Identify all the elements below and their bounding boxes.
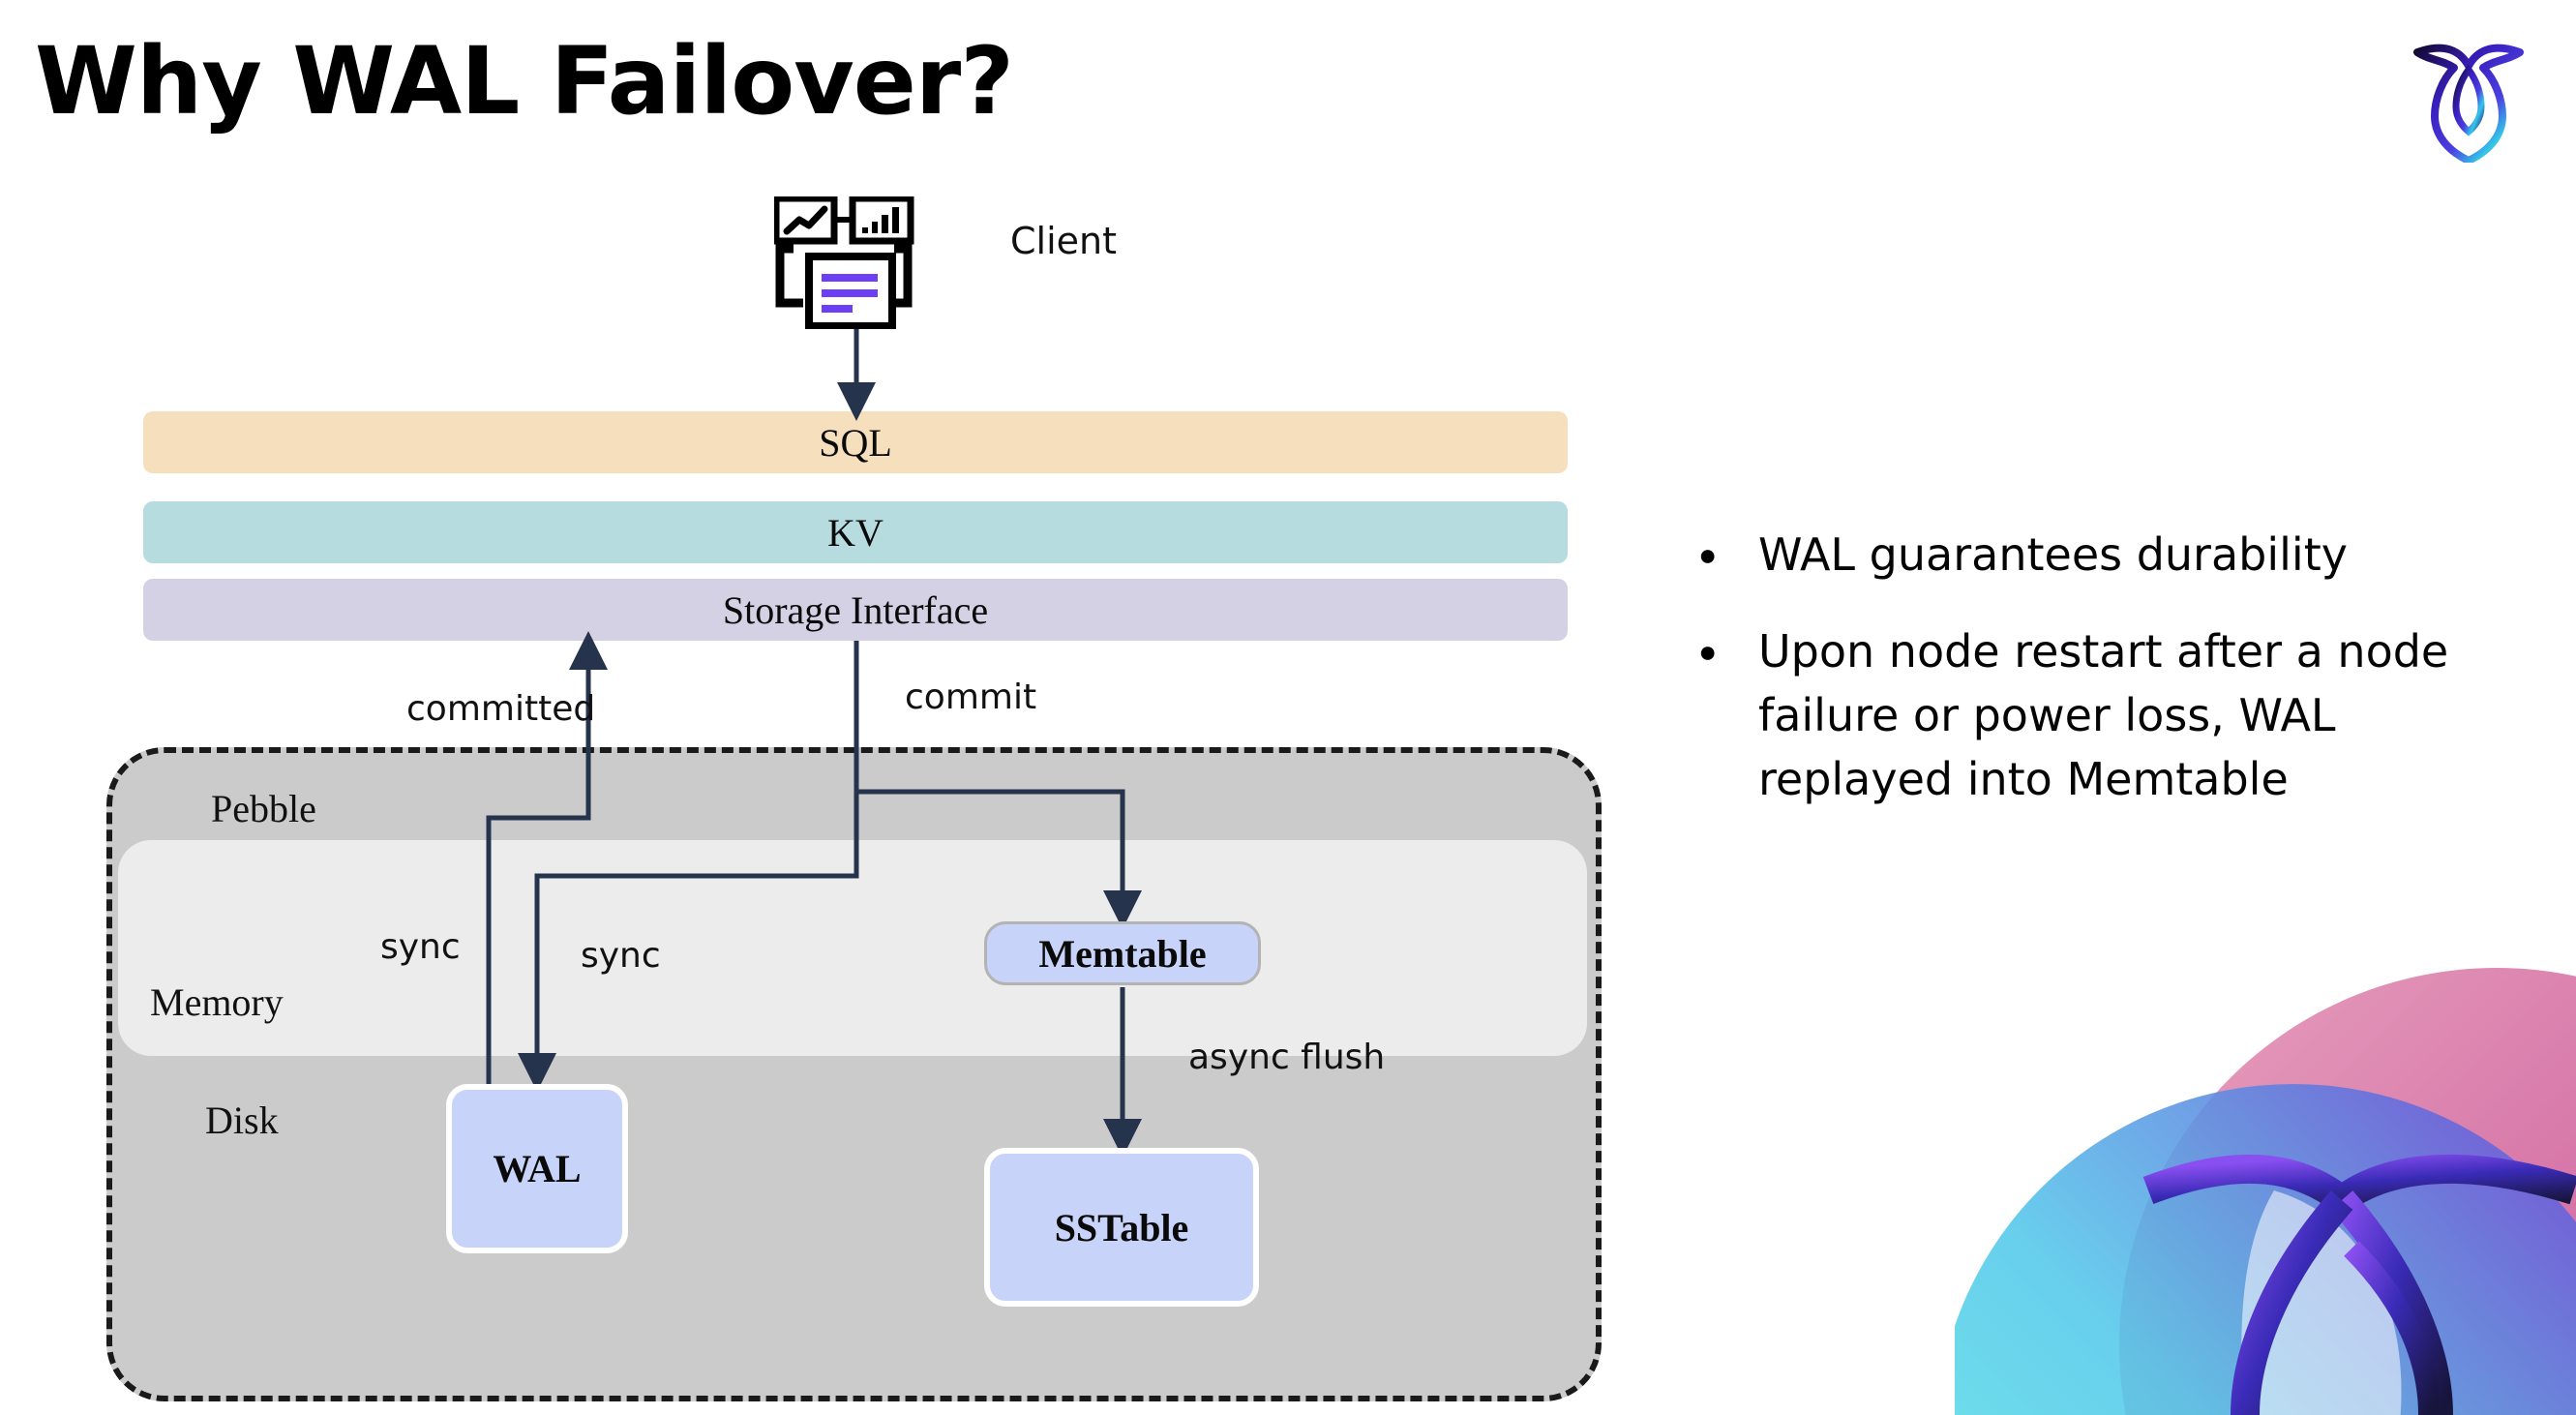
memory-region — [118, 840, 1587, 1056]
stack-layer-storage-interface: Storage Interface — [143, 579, 1568, 641]
bullet-text: Upon node restart after a node failure o… — [1758, 625, 2449, 805]
edge-label-committed: committed — [406, 689, 596, 729]
edge-label-sync-right: sync — [581, 936, 661, 976]
client-dashboard-icon — [772, 195, 927, 330]
client-label: Client — [1010, 220, 1118, 262]
memory-label: Memory — [150, 980, 284, 1024]
cockroachdb-logo-icon — [2406, 27, 2531, 165]
node-wal: WAL — [446, 1084, 628, 1253]
list-item: ● WAL guarantees durability — [1698, 523, 2531, 587]
edge-label-sync-left: sync — [380, 927, 461, 967]
stack-layer-sql: SQL — [143, 411, 1568, 473]
bullet-marker-icon: ● — [1698, 537, 1718, 572]
list-item: ● Upon node restart after a node failure… — [1698, 619, 2531, 811]
stack-layer-kv: KV — [143, 501, 1568, 563]
bullet-list: ● WAL guarantees durability ● Upon node … — [1698, 523, 2531, 844]
edge-label-commit: commit — [905, 677, 1037, 717]
edge-label-async-flush: async flush — [1188, 1038, 1386, 1077]
bullet-marker-icon: ● — [1698, 634, 1718, 669]
node-memtable: Memtable — [984, 921, 1261, 985]
node-sstable: SSTable — [984, 1148, 1259, 1307]
pebble-label: Pebble — [211, 787, 316, 830]
decorative-brand-graphic — [1955, 900, 2576, 1415]
page-title: Why WAL Failover? — [35, 27, 1014, 135]
bullet-text: WAL guarantees durability — [1758, 528, 2348, 581]
disk-label: Disk — [205, 1099, 279, 1142]
